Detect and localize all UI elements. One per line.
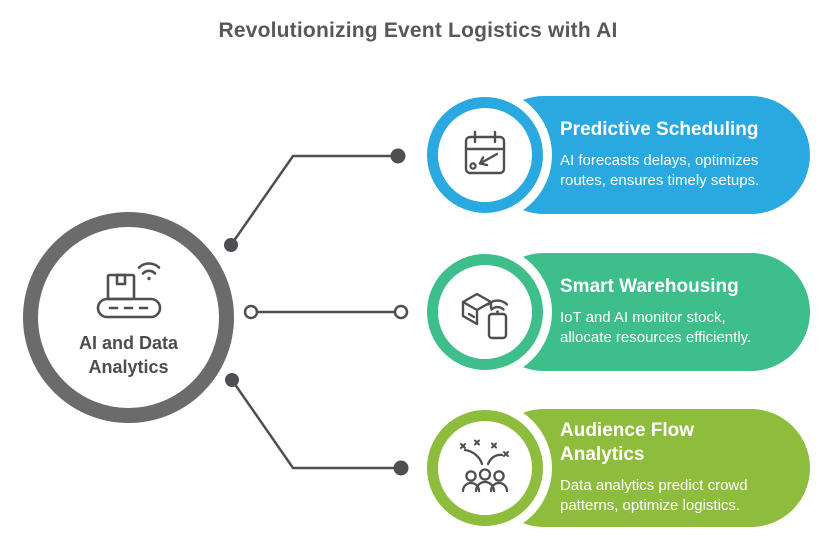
hub-label-line: Analytics bbox=[88, 356, 169, 377]
card-smart-warehousing: Smart Warehousing IoT and AI monitor sto… bbox=[418, 245, 830, 379]
connector-top bbox=[229, 154, 398, 246]
conveyor-belt-wifi-icon bbox=[96, 262, 161, 319]
connector-dot bbox=[393, 460, 409, 476]
crowd-analytics-icon bbox=[460, 439, 509, 493]
card-predictive-scheduling: Predictive Scheduling AI forecasts delay… bbox=[418, 88, 830, 222]
page-title: Revolutionizing Event Logistics with AI bbox=[218, 19, 618, 42]
connector-open-dot bbox=[393, 304, 409, 320]
icon-circle bbox=[427, 410, 543, 526]
card-audience-flow-analytics: Audience Flow Analytics Data analytics p… bbox=[418, 401, 830, 535]
card-title-line: Analytics bbox=[560, 444, 645, 466]
card-description-line: allocate resources efficiently. bbox=[560, 329, 752, 347]
card-text: Predictive Scheduling AI forecasts delay… bbox=[560, 96, 806, 214]
card-description-line: IoT and AI monitor stock, bbox=[560, 308, 726, 326]
card-description-line: Data analytics predict crowd bbox=[560, 476, 748, 494]
card-description-line: patterns, optimize logistics. bbox=[560, 497, 741, 515]
card-description: AI forecasts delays, optimizes routes, e… bbox=[560, 151, 806, 192]
hub-label-line: AI and Data bbox=[78, 332, 179, 353]
hub-circle: AI and Data Analytics bbox=[23, 212, 234, 423]
connector-open-dot bbox=[243, 304, 259, 320]
card-title: Audience Flow Analytics bbox=[560, 419, 806, 467]
card-title: Predictive Scheduling bbox=[560, 118, 806, 142]
connector-dot bbox=[225, 373, 239, 387]
card-description-line: AI forecasts delays, optimizes bbox=[560, 151, 759, 169]
card-title: Smart Warehousing bbox=[560, 275, 806, 299]
connector-dot bbox=[224, 238, 238, 252]
card-description-line: routes, ensures timely setups. bbox=[560, 172, 760, 190]
card-text: Smart Warehousing IoT and AI monitor sto… bbox=[560, 253, 806, 371]
connector-bottom bbox=[230, 379, 401, 470]
calendar-reschedule-icon bbox=[464, 130, 506, 175]
icon-circle bbox=[427, 97, 543, 213]
card-text: Audience Flow Analytics Data analytics p… bbox=[560, 409, 806, 527]
card-description: Data analytics predict crowd patterns, o… bbox=[560, 476, 806, 517]
card-description: IoT and AI monitor stock, allocate resou… bbox=[560, 308, 806, 349]
icon-circle bbox=[427, 254, 543, 370]
card-title-line: Smart Warehousing bbox=[560, 276, 739, 298]
box-iot-device-icon bbox=[461, 292, 509, 340]
card-title-line: Audience Flow bbox=[560, 420, 695, 442]
hub-label: AI and Data Analytics bbox=[79, 332, 178, 380]
card-title-line: Predictive Scheduling bbox=[560, 119, 759, 141]
connector-dot bbox=[390, 148, 406, 164]
